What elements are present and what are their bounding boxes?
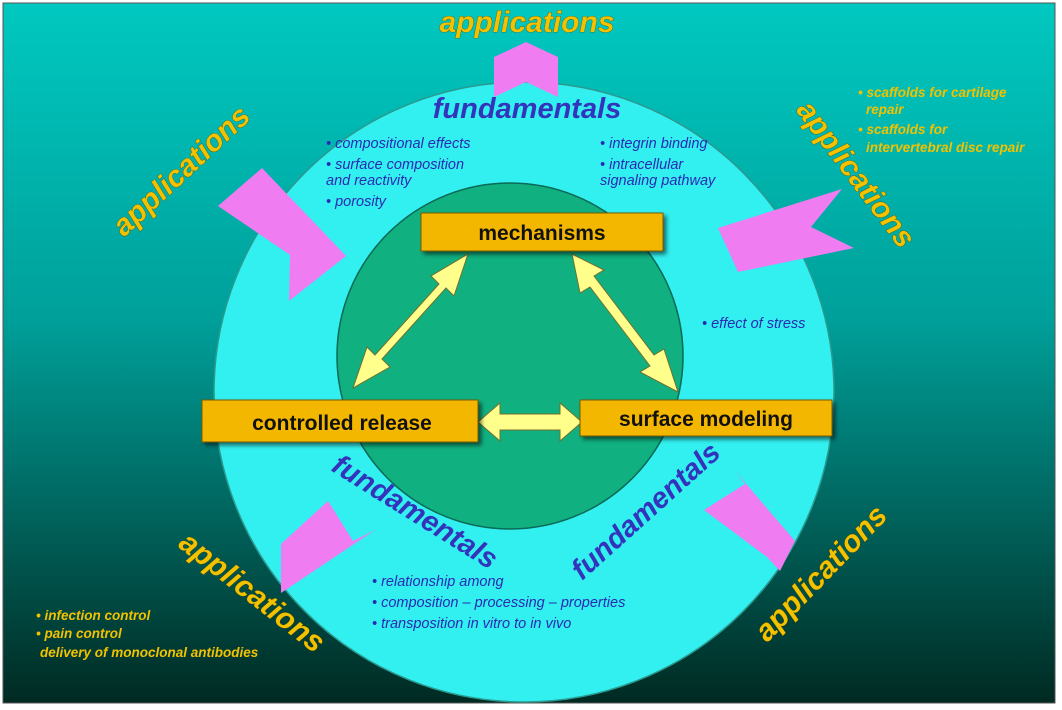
bullet-integrin-binding: • integrin binding: [600, 136, 707, 152]
bullet-compositional-effects: • compositional effects: [326, 136, 471, 152]
app-bullet-repair: repair: [866, 102, 904, 117]
app-bullet-scaffolds-for: • scaffolds for: [858, 122, 948, 137]
applications-label-top: applications: [439, 6, 614, 39]
bullet-composition-processing-properties: • composition – processing – properties: [372, 595, 625, 611]
bullet-effect-of-stress: • effect of stress: [702, 316, 805, 332]
bullet-porosity: • porosity: [326, 194, 387, 210]
pink-arrow-top: [494, 42, 558, 97]
bullet-signaling-pathway: signaling pathway: [600, 173, 716, 189]
bullet-and-reactivity: and reactivity: [326, 173, 412, 189]
bullet-relationship-among: • relationship among: [372, 574, 504, 590]
box-surface-modeling-label: surface modeling: [619, 408, 793, 431]
app-bullet-scaffolds-cartilage: • scaffolds for cartilage: [858, 85, 1007, 100]
box-controlled-release: [201, 399, 479, 443]
bullet-surface-composition: • surface composition: [326, 157, 464, 173]
box-mechanisms-label: mechanisms: [478, 222, 605, 245]
app-bullet-monoclonal-antibodies: delivery of monoclonal antibodies: [40, 645, 259, 660]
pink-arrow-bottom-left: [281, 501, 375, 593]
box-mechanisms: [420, 212, 664, 252]
app-bullet-pain-control: • pain control: [36, 626, 122, 641]
app-bullet-intervertebral-disc: intervertebral disc repair: [866, 140, 1025, 155]
bullet-intracellular: • intracellular: [600, 157, 684, 173]
app-bullet-infection-control: • infection control: [36, 608, 150, 623]
arrow-mechanisms-controlled-release: [352, 252, 469, 390]
box-controlled-release-label: controlled release: [252, 412, 432, 435]
fundamentals-label-top: fundamentals: [433, 93, 622, 125]
bullet-transposition-in-vitro: • transposition in vitro to in vivo: [372, 616, 571, 632]
box-surface-modeling: [579, 399, 833, 437]
arrow-mechanisms-surface-modeling: [571, 253, 679, 394]
pink-arrow-left: [218, 168, 346, 301]
pink-arrow-right: [718, 189, 854, 272]
pink-arrow-bottom-right: [704, 471, 795, 571]
